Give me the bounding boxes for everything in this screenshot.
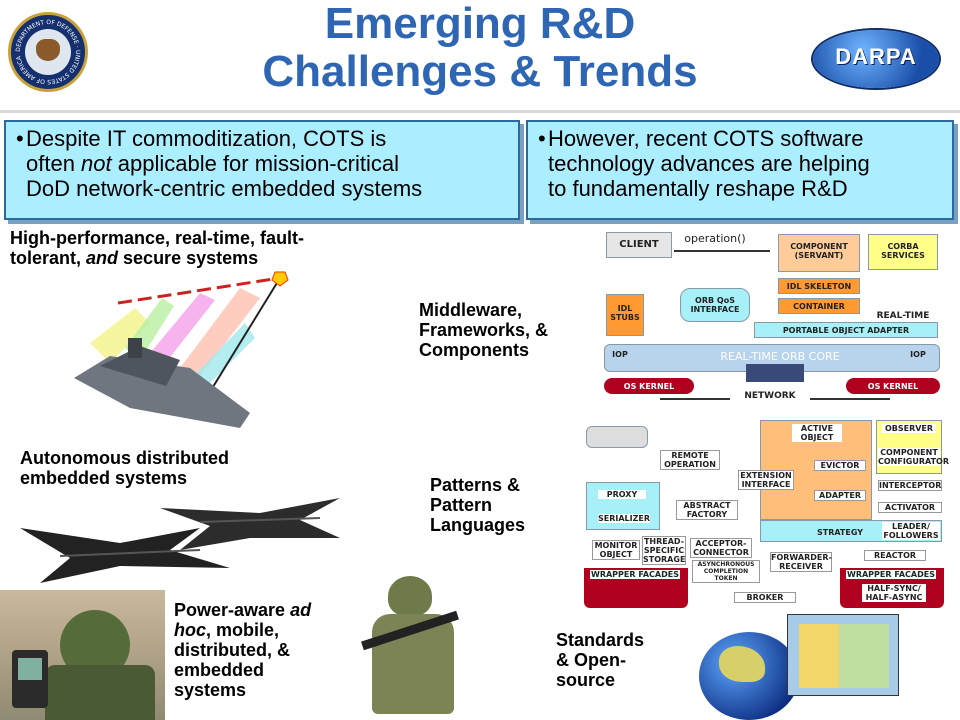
bullet-line: often not applicable for mission-critica…: [26, 151, 399, 176]
proxy-label: PROXY: [598, 490, 646, 499]
corba-services-label: CORBA SERVICES: [881, 242, 925, 260]
warship-illustration: [74, 271, 289, 428]
monitor-object-label: MONITOR OBJECT: [592, 540, 640, 560]
client-label: CLIENT: [619, 239, 659, 250]
idl-stubs-label: IDL STUBS: [610, 304, 640, 322]
abstract-factory-label: ABSTRACT FACTORY: [676, 500, 738, 520]
operation-arrow: [674, 250, 770, 252]
right-bullet-box: •However, recent COTS software technolog…: [526, 120, 954, 220]
component-box: [778, 234, 860, 272]
orb-qos-label: ORB QoS INTERFACE: [690, 296, 740, 314]
operation-label: operation(): [684, 232, 746, 245]
acceptor-connector-label: ACCEPTOR- CONNECTOR: [690, 538, 752, 558]
async-token-label: ASYNCHRONOUS COMPLETION TOKEN: [692, 560, 760, 583]
network-train: [746, 364, 804, 382]
idl-skeleton-label: IDL SKELETON: [786, 282, 852, 291]
os-kernel-right-label: OS KERNEL: [867, 382, 919, 391]
component-configurator-label: COMPONENT CONFIGURATOR: [878, 448, 950, 466]
middleware-label: Middleware, Frameworks, & Components: [419, 300, 549, 360]
client-box: [606, 232, 672, 258]
svg-text:DEPARTMENT OF DEFENSE · UNITED: DEPARTMENT OF DEFENSE · UNITED STATES OF…: [15, 19, 81, 85]
soldier-with-device-photo: [0, 590, 165, 720]
top-gray-box: [586, 426, 648, 448]
pattern-language-diagram: ACTIVE OBJECT REMOTE OPERATION EXTENSION…: [584, 418, 950, 608]
bullet-line: to fundamentally reshape R&D: [548, 176, 848, 201]
standards-label: Standards & Open- source: [556, 630, 645, 690]
bullet-line: •Despite IT commoditization, COTS is: [16, 126, 387, 151]
reactor-label: REACTOR: [864, 550, 926, 561]
wrapper-left-label: WRAPPER FACADES: [590, 570, 680, 579]
activator-label: ACTIVATOR: [878, 502, 942, 513]
left-bullet-box: •Despite IT commoditization, COTS is oft…: [4, 120, 520, 220]
iop-left-label: IOP: [612, 350, 628, 359]
darpa-logo-text: DARPA: [835, 44, 917, 69]
uav-illustration: [20, 498, 340, 583]
leader-followers-label: LEADER/ FOLLOWERS: [882, 522, 940, 540]
patterns-label: Patterns & Pattern Languages: [430, 475, 526, 535]
observer-label: OBSERVER: [882, 424, 936, 433]
bullet-line: technology advances are helping: [548, 151, 870, 176]
thread-specific-label: THREAD- SPECIFIC STORAGE: [642, 536, 686, 565]
orb-architecture-diagram: CLIENT operation() COMPONENT (SERVANT) C…: [600, 228, 944, 412]
page-title: Emerging R&D Challenges & Trends: [160, 0, 800, 96]
network-label: NETWORK: [730, 392, 810, 401]
evictor-label: EVICTOR: [814, 460, 866, 471]
autonomous-label: Autonomous distributed embedded systems: [20, 448, 229, 488]
bullet-line: •However, recent COTS software: [538, 126, 864, 151]
dod-seal: DEPARTMENT OF DEFENSE · UNITED STATES OF…: [8, 12, 88, 92]
orb-qos-box: [680, 288, 750, 322]
remote-operation-label: REMOTE OPERATION: [660, 450, 720, 470]
iop-right-label: IOP: [910, 350, 926, 359]
half-sync-label: HALF-SYNC/ HALF-ASYNC: [862, 584, 926, 602]
broker-label: BROKER: [734, 592, 796, 603]
wrapper-right-label: WRAPPER FACADES: [846, 570, 936, 579]
title-line-1: Emerging R&D: [324, 0, 636, 48]
soldier-with-rifle-illustration: [352, 570, 472, 720]
poa-label: PORTABLE OBJECT ADAPTER: [782, 326, 910, 335]
high-performance-label: High-performance, real-time, fault- tole…: [10, 228, 305, 268]
bullet-line: DoD network-centric embedded systems: [26, 176, 423, 201]
extension-interface-label: EXTENSION INTERFACE: [738, 470, 794, 490]
os-kernel-right-box: [846, 378, 940, 394]
strategy-label: STRATEGY: [816, 528, 864, 537]
serializer-label: SERIALIZER: [598, 514, 651, 523]
container-box: [778, 298, 860, 314]
title-line-2: Challenges & Trends: [262, 47, 698, 96]
power-aware-label: Power-aware ad hoc, mobile, distributed,…: [174, 600, 312, 700]
component-label: COMPONENT (SERVANT): [790, 242, 848, 260]
real-time-label: REAL-TIME: [876, 311, 930, 321]
os-kernel-left-box: [604, 378, 694, 394]
forwarder-receiver-label: FORWARDER- RECEIVER: [770, 552, 832, 572]
corba-services-box: [868, 234, 938, 270]
os-kernel-left-label: OS KERNEL: [623, 382, 675, 391]
orb-core-label: REAL-TIME ORB CORE: [720, 350, 840, 363]
active-object-label: ACTIVE OBJECT: [792, 424, 842, 442]
globe-map-illustration: [695, 614, 955, 720]
darpa-logo: DARPA: [813, 30, 939, 88]
title-rule: [0, 110, 960, 113]
idl-skeleton-box: [778, 278, 860, 294]
adapter-label: ADAPTER: [814, 490, 866, 501]
container-label: CONTAINER: [793, 302, 845, 311]
poa-box: [754, 322, 938, 338]
idl-stubs-box: [606, 294, 644, 336]
interceptor-label: INTERCEPTOR: [878, 480, 942, 491]
